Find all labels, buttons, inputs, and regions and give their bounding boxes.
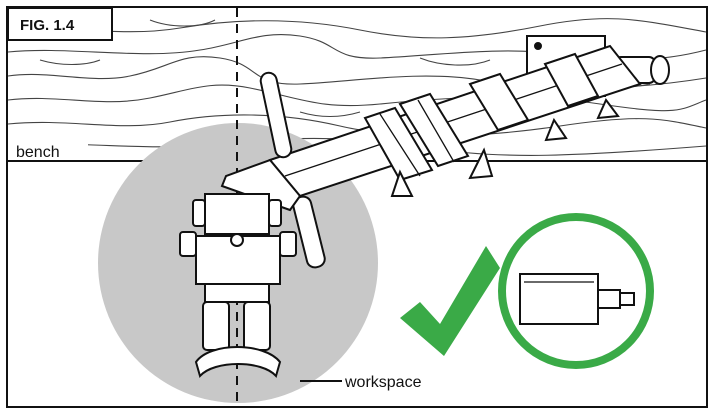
magnified-accessory-icon — [498, 213, 654, 369]
checkmark-icon — [400, 246, 500, 356]
microscope-stand — [179, 35, 670, 379]
bench-label-bg — [8, 142, 88, 160]
left-eyepiece — [202, 301, 230, 351]
microscope-head — [204, 193, 270, 235]
workspace-label: workspace — [344, 374, 422, 391]
figure-label: FIG. 1.4 — [20, 17, 75, 34]
bench-label: bench — [16, 144, 60, 161]
fig-label-box — [7, 7, 113, 41]
right-eyepiece — [243, 301, 271, 351]
